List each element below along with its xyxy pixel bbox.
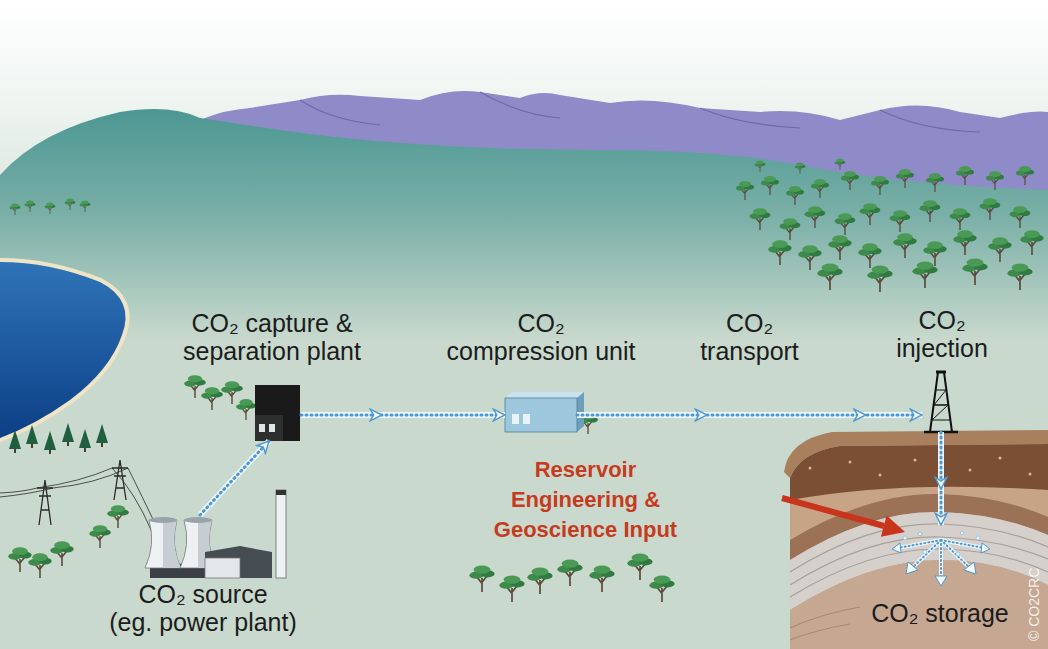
pipeline-dots xyxy=(200,441,269,515)
node-title: CO₂ source xyxy=(83,580,323,608)
edge-label: CO₂ transport xyxy=(685,309,815,365)
pipeline-dots xyxy=(301,414,505,417)
pipeline-base xyxy=(200,441,269,515)
co2-spread xyxy=(892,531,990,586)
geology-block xyxy=(780,430,1048,649)
node-title: CO₂ compression unit xyxy=(445,309,637,365)
pipeline-arrow xyxy=(577,415,922,416)
pipeline-dots xyxy=(940,432,943,525)
callout-arrow xyxy=(782,498,905,537)
node-label: CO₂ compression unit xyxy=(445,309,637,365)
injection-rig xyxy=(924,372,958,432)
compression-unit: CO₂ compression unit xyxy=(505,398,577,432)
power-lines xyxy=(0,460,160,534)
callout-text: Reservoir Engineering & Geoscience Input xyxy=(478,455,693,545)
watermark: © CO2CRC xyxy=(1026,568,1042,641)
node-label: CO₂ capture & separation plant xyxy=(152,309,392,365)
storage-reservoir: CO₂ storage xyxy=(880,525,1000,585)
pipeline-arrow xyxy=(941,432,942,525)
node-label: CO₂ injection xyxy=(877,306,1007,362)
pipeline-base xyxy=(938,432,944,525)
pipeline-arrow xyxy=(301,415,505,416)
capture-building xyxy=(255,385,300,441)
node-label: CO₂ storage xyxy=(855,599,1025,627)
node-title: CO₂ storage xyxy=(855,599,1025,627)
pipeline-base xyxy=(301,412,505,418)
power-plant: CO₂ source(eg. power plant) xyxy=(140,515,292,578)
node-note: (eg. power plant) xyxy=(83,608,323,636)
injection-rig: CO₂ injection xyxy=(922,370,960,432)
node-title: CO₂ injection xyxy=(877,306,1007,362)
capture-plant: CO₂ capture & separation plant xyxy=(255,385,301,441)
power-plant-drawing xyxy=(145,490,286,578)
node-title: CO₂ capture & separation plant xyxy=(152,309,392,365)
pipeline-base xyxy=(577,412,922,418)
hills xyxy=(0,109,1048,649)
pipeline-dots xyxy=(577,414,922,417)
pipeline-arrow xyxy=(200,441,269,515)
compression-building xyxy=(505,392,584,432)
lake xyxy=(0,262,126,438)
node-label: CO₂ source(eg. power plant) xyxy=(83,580,323,636)
